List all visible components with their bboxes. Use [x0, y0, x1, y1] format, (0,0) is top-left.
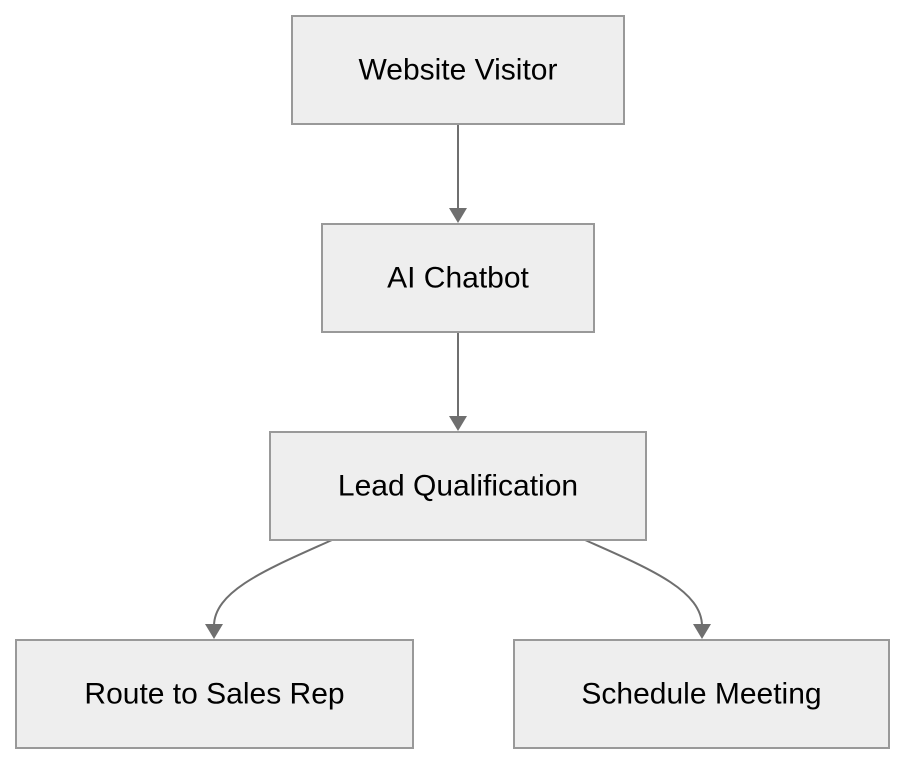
edge-line	[213, 539, 333, 627]
node-box	[15, 639, 414, 749]
node-label: Schedule Meeting	[581, 678, 821, 711]
node-route-to-sales-rep: Route to Sales Rep	[15, 639, 414, 749]
node-box	[321, 223, 595, 333]
edge-lead-qualification-to-schedule-meeting	[584, 539, 711, 639]
node-box	[269, 431, 647, 541]
edge-line	[584, 539, 703, 627]
node-label: Route to Sales Rep	[84, 678, 344, 711]
node-box	[291, 15, 625, 125]
node-label: Lead Qualification	[338, 470, 578, 503]
node-lead-qualification: Lead Qualification	[269, 431, 647, 541]
arrow-head-icon	[449, 208, 467, 223]
arrow-head-icon	[205, 624, 223, 639]
node-schedule-meeting: Schedule Meeting	[513, 639, 890, 749]
node-label: Website Visitor	[359, 54, 558, 87]
arrow-head-icon	[449, 416, 467, 431]
node-box	[513, 639, 890, 749]
arrow-head-icon	[693, 624, 711, 639]
node-label: AI Chatbot	[387, 262, 529, 295]
node-website-visitor: Website Visitor	[291, 15, 625, 125]
edge-website-visitor-to-ai-chatbot	[449, 124, 467, 223]
edge-ai-chatbot-to-lead-qualification	[449, 332, 467, 431]
edges	[205, 124, 711, 639]
node-ai-chatbot: AI Chatbot	[321, 223, 595, 333]
edge-lead-qualification-to-route-to-sales-rep	[205, 539, 333, 639]
